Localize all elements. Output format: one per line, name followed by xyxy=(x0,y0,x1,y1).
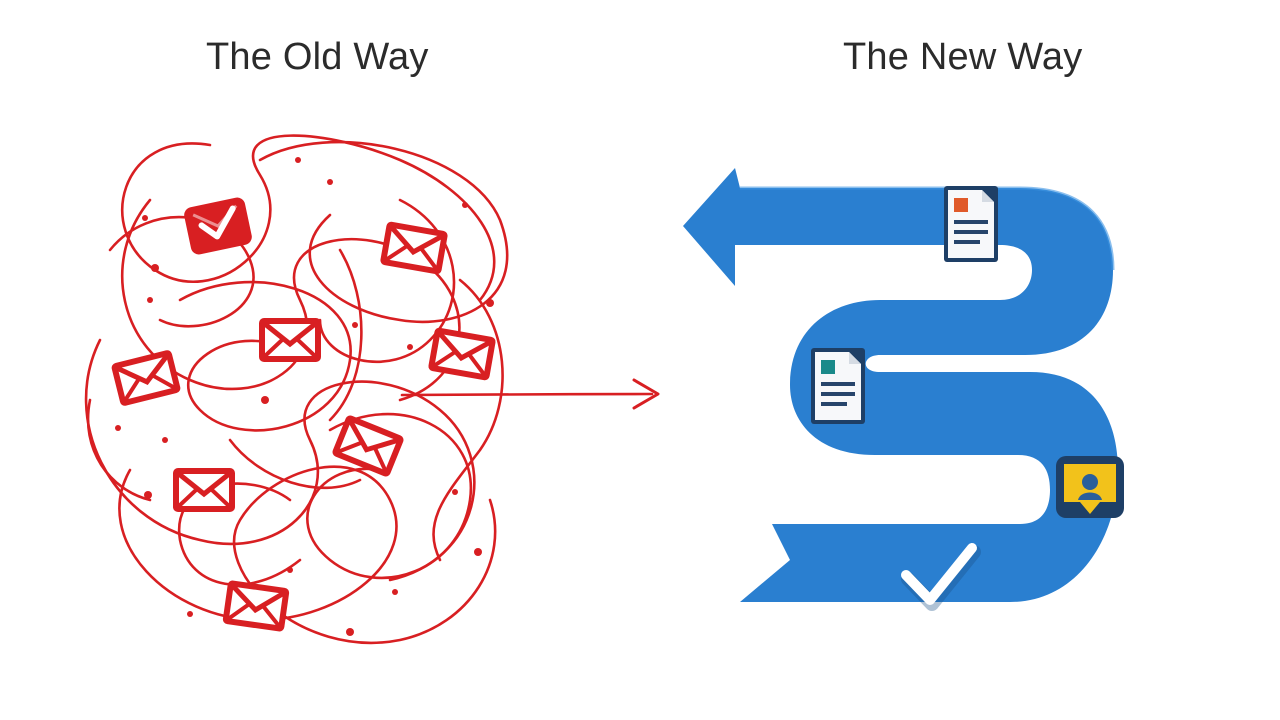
arrow-right-icon xyxy=(400,378,660,410)
envelope-icon xyxy=(111,349,182,407)
envelope-icon xyxy=(428,327,497,381)
person-badge-icon xyxy=(1056,456,1124,518)
envelope-check-icon xyxy=(184,197,252,255)
document-icon xyxy=(944,186,998,262)
old-way-title: The Old Way xyxy=(206,36,429,78)
envelope-icon xyxy=(173,468,235,512)
envelope-icon xyxy=(222,580,290,632)
scribble-dots xyxy=(115,157,494,636)
tangled-lines xyxy=(84,134,509,645)
new-way-title: The New Way xyxy=(843,36,1083,78)
checkmark-icon xyxy=(901,543,981,611)
envelope-icon xyxy=(380,221,449,275)
envelope-icon xyxy=(259,318,321,362)
workflow-path xyxy=(683,168,1118,602)
document-icon xyxy=(811,348,865,424)
